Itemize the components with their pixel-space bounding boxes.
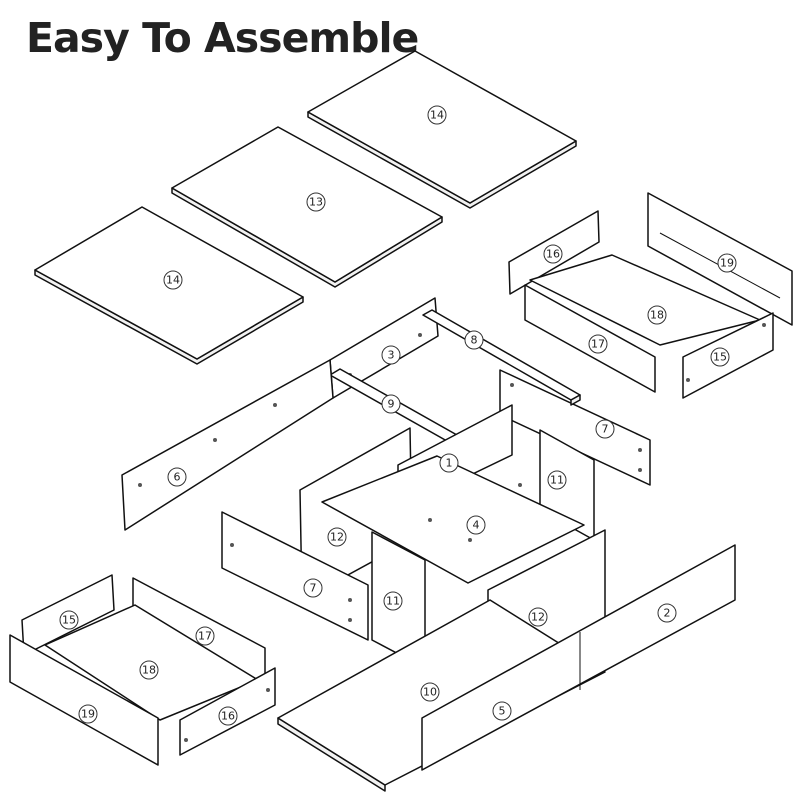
part-label-14-left: 14 (163, 270, 183, 290)
part-label-5: 5 (492, 701, 512, 721)
part-label-text: 2 (664, 607, 671, 620)
part-label-text: 3 (388, 349, 395, 362)
part-label-18-lower: 18 (139, 660, 159, 680)
part-label-text: 7 (602, 423, 609, 436)
part-label-text: 12 (531, 611, 545, 624)
part-label-6: 6 (167, 467, 187, 487)
part-label-11-left: 11 (383, 591, 403, 611)
page-title: Easy To Assemble (26, 14, 419, 62)
crossbar-8 (422, 309, 581, 406)
part-label-text: 14 (166, 274, 180, 287)
part-label-2: 2 (657, 603, 677, 623)
part-label-text: 13 (309, 196, 323, 209)
part-label-text: 1 (446, 457, 453, 470)
part-label-text: 5 (499, 705, 506, 718)
part-label-15-upper: 15 (710, 347, 730, 367)
part-label-4: 4 (466, 515, 486, 535)
part-label-19-upper: 19 (717, 253, 737, 273)
part-label-12-right: 12 (528, 607, 548, 627)
part-label-text: 16 (221, 710, 235, 723)
part-label-text: 18 (142, 664, 156, 677)
part-label-text: 18 (650, 309, 664, 322)
part-label-text: 19 (720, 257, 734, 270)
part-label-text: 11 (386, 595, 400, 608)
base-panel-10 (277, 599, 606, 792)
panel-6 (121, 359, 334, 531)
part-label-text: 17 (591, 338, 605, 351)
part-label-9: 9 (381, 394, 401, 414)
part-label-16-lower: 16 (218, 706, 238, 726)
panel-7-right (499, 369, 651, 486)
part-label-1: 1 (439, 453, 459, 473)
part-label-16-upper: 16 (543, 244, 563, 264)
part-label-18-upper: 18 (647, 305, 667, 325)
part-label-text: 15 (713, 351, 727, 364)
part-label-text: 15 (62, 614, 76, 627)
part-label-7-left: 7 (303, 578, 323, 598)
part-label-15-lower: 15 (59, 610, 79, 630)
part-label-17-upper: 17 (588, 334, 608, 354)
part-label-13: 13 (306, 192, 326, 212)
part-label-text: 14 (430, 109, 444, 122)
part-label-text: 12 (330, 531, 344, 544)
part-label-8: 8 (464, 330, 484, 350)
drawer-upper-right (508, 192, 793, 399)
part-label-7-right: 7 (595, 419, 615, 439)
part-label-17-lower: 17 (195, 626, 215, 646)
part-label-3: 3 (381, 345, 401, 365)
part-label-text: 7 (310, 582, 317, 595)
part-label-text: 19 (81, 708, 95, 721)
part-label-text: 16 (546, 248, 560, 261)
part-label-14-top: 14 (427, 105, 447, 125)
part-label-10: 10 (420, 682, 440, 702)
part-label-text: 10 (423, 686, 437, 699)
part-label-text: 11 (550, 474, 564, 487)
part-label-text: 9 (388, 398, 395, 411)
part-label-19-lower: 19 (78, 704, 98, 724)
part-label-text: 8 (471, 334, 478, 347)
part-label-text: 17 (198, 630, 212, 643)
panel-14-top (307, 50, 577, 209)
part-label-text: 4 (473, 519, 480, 532)
part-label-text: 6 (174, 471, 181, 484)
part-label-12-left: 12 (327, 527, 347, 547)
part-label-11-right: 11 (547, 470, 567, 490)
